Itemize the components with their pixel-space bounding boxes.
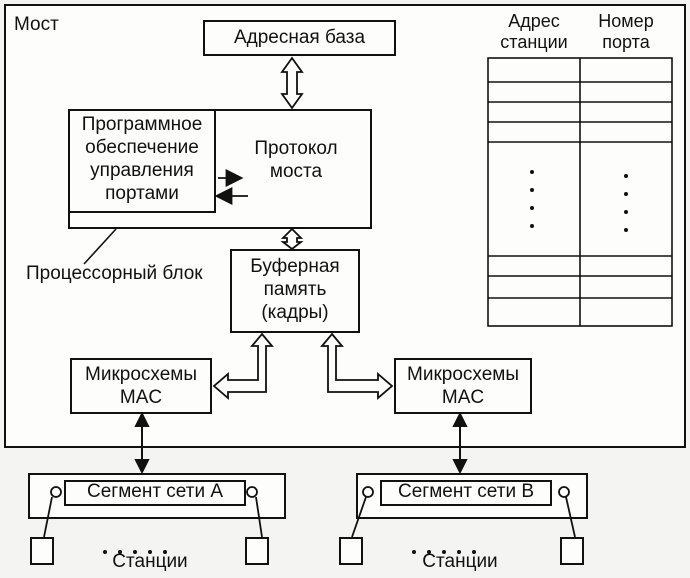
address-base-label: Адресная база — [233, 27, 366, 48]
arrow-software-protocol — [214, 169, 248, 205]
table-header-port-1: Номер — [598, 11, 654, 31]
software-line-3: управления — [90, 160, 194, 181]
processor-block-label: Процессорный блок — [26, 263, 203, 284]
protocol-line-1: Протокол — [254, 138, 338, 159]
software-line-2: обеспечение — [85, 137, 199, 158]
station-left-1 — [30, 537, 54, 565]
arrow-mac-right-segment — [452, 411, 468, 475]
station-left-2 — [245, 537, 269, 565]
station-right-2 — [560, 537, 584, 565]
segment-connectors — [43, 486, 576, 538]
segment-a-label-frame — [64, 480, 246, 506]
processor-block-leader — [83, 228, 117, 265]
bridge-label: Мост — [14, 14, 59, 35]
table-ellipsis-dots — [530, 170, 628, 232]
mac-right-line-2: MAC — [441, 387, 485, 408]
segment-a-label: Сегмент сети А — [86, 481, 224, 502]
buffer-memory-box — [230, 249, 360, 333]
arrow-protocol-buffer — [280, 227, 304, 251]
address-table-grid — [487, 57, 673, 327]
arrow-address-protocol — [280, 56, 304, 110]
arrow-buffer-mac-left — [212, 332, 274, 400]
buffer-line-1: Буферная — [250, 256, 340, 277]
stations-ellipsis — [103, 550, 476, 554]
segment-b-label: Сегмент сети В — [397, 481, 535, 502]
table-header-address-2: станции — [500, 32, 568, 52]
station-right-1 — [339, 537, 363, 565]
stations-right-label: Станции — [422, 551, 498, 572]
software-box — [68, 109, 216, 213]
address-base-box — [203, 20, 396, 56]
table-header-address-1: Адрес — [508, 11, 560, 31]
software-line-1: Программное — [81, 114, 203, 135]
arrow-mac-left-segment — [134, 411, 150, 475]
stations-left-label: Станции — [112, 551, 188, 572]
buffer-line-2: память — [263, 279, 327, 300]
segment-b-label-frame — [380, 480, 552, 506]
mac-left-box — [70, 358, 212, 414]
mac-left-line-2: MAC — [119, 387, 163, 408]
mac-left-line-1: Микросхемы — [85, 364, 197, 385]
arrow-buffer-mac-right — [320, 332, 394, 400]
protocol-line-2: моста — [269, 161, 323, 182]
buffer-line-3: (кадры) — [261, 302, 329, 323]
table-header-port-2: порта — [602, 32, 650, 52]
mac-right-box — [394, 358, 532, 414]
software-line-4: портами — [105, 183, 179, 204]
mac-right-line-1: Микросхемы — [407, 364, 519, 385]
